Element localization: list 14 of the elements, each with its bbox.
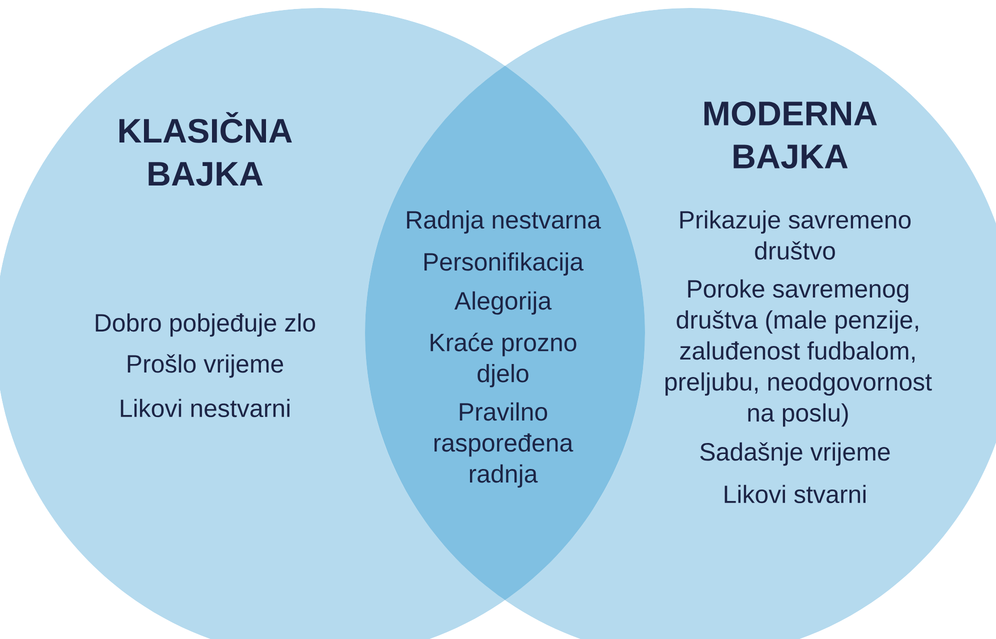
list-item: Prošlo vrijeme [128,354,284,378]
list-item: Poroke savremenog društva (male penzije, zaluđenost fudbalom, preljubu, neodgovornost na poslu) [666,279,932,427]
list-item: Sadašnje vrijeme [700,442,890,466]
list-item: Dobro pobjeđuje zlo [96,313,316,337]
list-item: Kraće prozno djelo [430,332,576,388]
list-item: Personifikacija [424,252,584,276]
list-item: Likovi stvarni [724,484,866,504]
list-item: Pravilno raspoređena radnja [434,402,574,488]
heading: KLASIČNA BAJKA [119,112,292,186]
list-item: Radnja nestvarna [407,210,601,234]
list-item: Alegorija [454,291,552,315]
list-item: Likovi nestvarni [120,398,290,418]
heading: MODERNA BAJKA [704,101,877,169]
list-item: Prikazuje savremeno društvo [680,210,911,260]
